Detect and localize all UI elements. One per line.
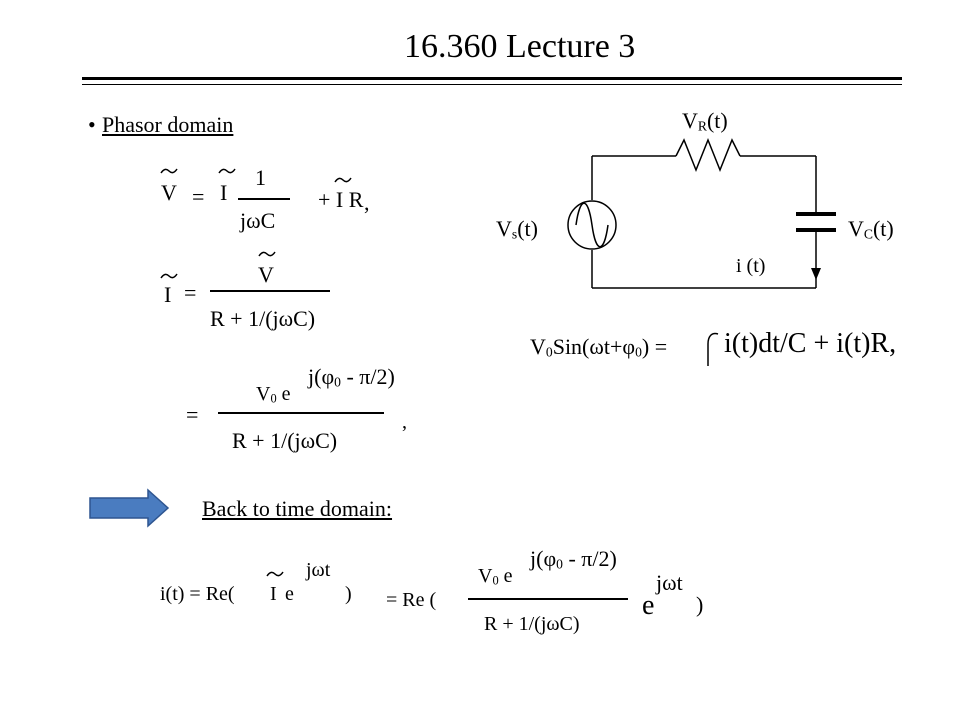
eq2-numerator: V xyxy=(258,262,274,287)
eq1-numerator: 1 xyxy=(255,165,266,190)
current-arrow-icon xyxy=(811,268,821,280)
label-current: i (t) xyxy=(736,255,766,277)
tilde-icon xyxy=(334,177,352,183)
tilde-icon xyxy=(160,273,178,279)
eq5-exponent: j(φ0 - π/2) xyxy=(530,546,617,572)
eq1-comma: , xyxy=(364,190,370,215)
eq2-fraction-bar xyxy=(210,290,330,292)
eq2-denominator: R + 1/(jωC) xyxy=(210,306,316,331)
eq4-exponent: jωt xyxy=(306,559,331,581)
tilde-icon xyxy=(218,168,236,174)
title-rule xyxy=(82,77,902,85)
eq4-lhs: i(t) = Re( xyxy=(160,583,235,605)
label-vc: VC(t) xyxy=(848,216,894,242)
tilde-icon xyxy=(160,168,178,174)
eq1-equals: = xyxy=(192,184,205,209)
tilde-icon xyxy=(258,251,276,257)
resistor-icon xyxy=(675,137,741,173)
eq5-e: e xyxy=(642,590,655,621)
bullet-symbol: • xyxy=(88,112,96,137)
eq2-equals: = xyxy=(184,280,197,305)
eq5-numerator: V0 e xyxy=(478,565,513,588)
eq2-lhs: I xyxy=(164,282,172,307)
eq1-lhs: V xyxy=(161,180,177,205)
ac-source-icon xyxy=(567,200,617,250)
eq3-comma: , xyxy=(402,411,407,433)
eq1-plus-term: + I R xyxy=(318,187,364,212)
kvl-lhs: V0Sin(ωt+φ0) = xyxy=(530,334,668,360)
back-heading: Back to time domain: xyxy=(202,496,393,521)
kvl-rhs: i(t)dt/C + i(t)R, xyxy=(724,328,897,359)
eq5-close: ) xyxy=(696,592,704,617)
eq3-exponent: j(φ0 - π/2) xyxy=(308,364,395,390)
page-title: 16.360 Lecture 3 xyxy=(404,28,636,65)
section-heading: Phasor domain xyxy=(102,112,234,137)
eq1-denominator: jωC xyxy=(240,208,276,233)
eq4-close: ) xyxy=(345,583,352,605)
eq4-e: e xyxy=(285,583,294,605)
eq3-equals: = xyxy=(186,402,199,427)
label-vs: Vs(t) xyxy=(496,216,538,242)
tilde-icon xyxy=(266,571,284,577)
eq3-fraction-bar xyxy=(218,412,384,414)
eq5-prefix: = Re ( xyxy=(386,589,437,611)
eq4-current: I xyxy=(270,583,277,605)
eq3-numerator: V0 e xyxy=(256,383,291,406)
eq5-exponent-wt: jωt xyxy=(656,570,683,595)
eq3-denominator: R + 1/(jωC) xyxy=(232,428,338,453)
eq1-fraction-bar xyxy=(238,198,290,200)
eq5-denominator: R + 1/(jωC) xyxy=(484,613,580,635)
sine-wave-icon xyxy=(575,202,609,248)
eq1-current: I xyxy=(220,180,228,205)
label-vr: VR(t) xyxy=(682,108,728,134)
eq5-fraction-bar xyxy=(468,598,628,600)
